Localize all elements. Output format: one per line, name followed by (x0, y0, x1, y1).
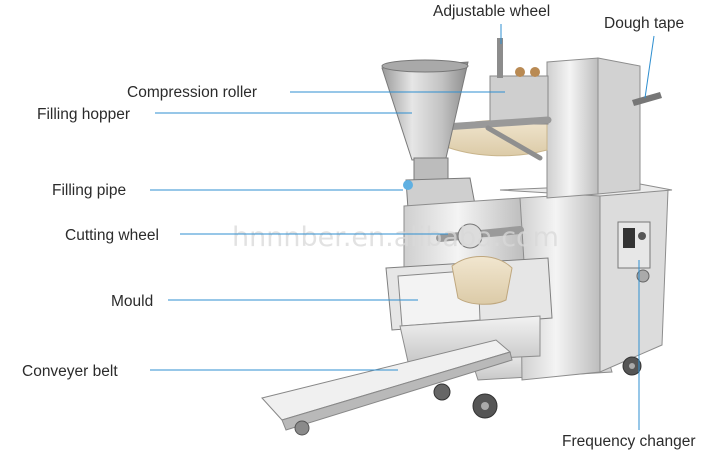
adjustable-wheel-post (497, 38, 503, 78)
label-mould: Mould (111, 293, 153, 310)
roller-frame (489, 75, 549, 125)
filling-pipe-joint (403, 180, 413, 190)
caster-front-left-hub (481, 402, 489, 410)
hopper-neck (413, 157, 449, 183)
control-knob (636, 269, 650, 283)
adjustable-wheel-knob-2 (530, 67, 540, 77)
label-filling-hopper: Filling hopper (37, 106, 130, 123)
label-conveyer-belt: Conveyer belt (22, 363, 118, 380)
roller-arm (485, 125, 543, 161)
upper-tower-front (546, 57, 599, 199)
conveyer-belt-side (281, 351, 513, 431)
cabinet-side (599, 189, 669, 373)
upper-tower-side (597, 57, 641, 195)
frequency-changer-display (623, 228, 635, 248)
adjustable-wheel-knob (515, 67, 525, 77)
leader-dough-tape (644, 35, 655, 99)
caster-back-left (433, 383, 451, 401)
part-labels: Adjustable wheel Dough tape Compression … (22, 3, 696, 450)
machine-illustration (261, 38, 673, 436)
leader-lines (150, 24, 655, 430)
caster-right-hub (629, 363, 635, 369)
label-cutting-wheel: Cutting wheel (65, 227, 159, 244)
filling-hopper-rim (381, 59, 469, 73)
conveyer-belt-roller (294, 420, 310, 436)
label-dough-tape: Dough tape (604, 15, 684, 32)
label-frequency-changer: Frequency changer (562, 433, 696, 450)
frequency-changer-knob (638, 232, 646, 240)
label-filling-pipe: Filling pipe (52, 182, 126, 199)
watermark-text: hnnnber.en.alibaba.com (232, 222, 559, 253)
dough-tape-bar (632, 92, 662, 106)
cutting-wheel-disc (457, 223, 483, 249)
label-compression-roller: Compression roller (127, 84, 257, 101)
label-adjustable-wheel: Adjustable wheel (433, 3, 550, 20)
mould-dough-disc (451, 255, 513, 305)
